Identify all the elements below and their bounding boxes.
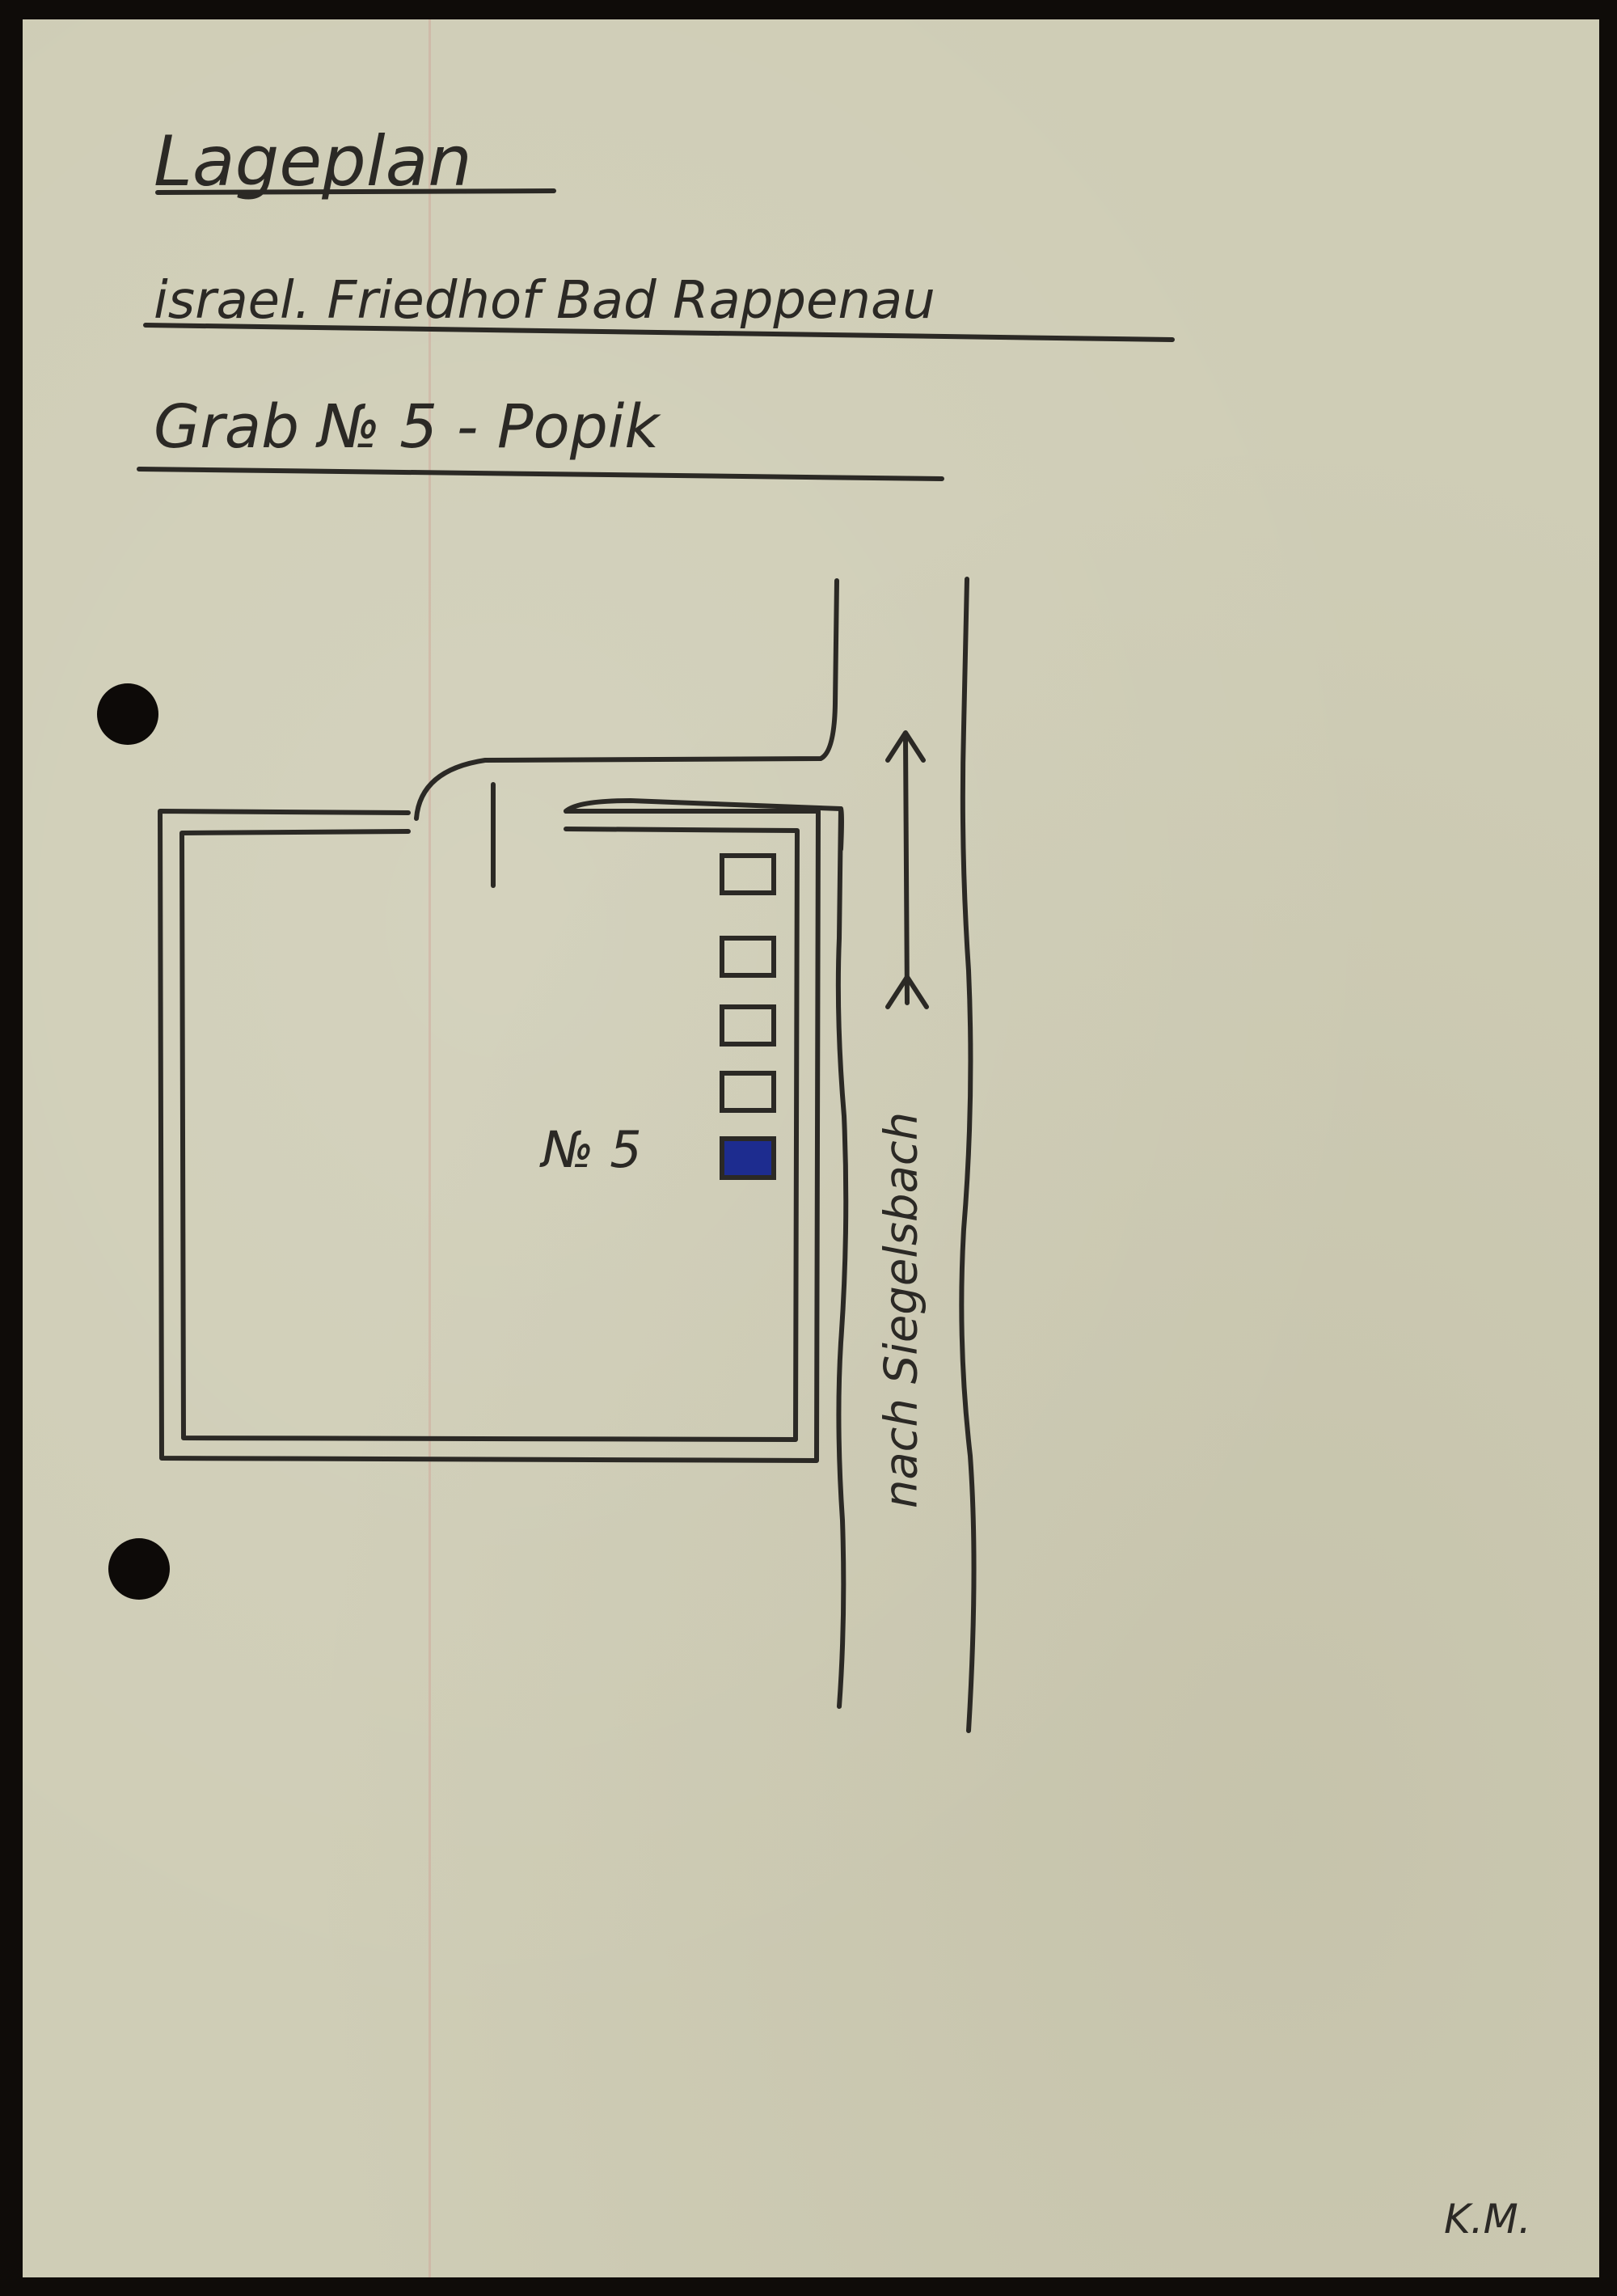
grave-4 bbox=[720, 1071, 776, 1113]
direction-arrow-tail bbox=[885, 975, 929, 1009]
road-edge-east bbox=[959, 577, 977, 1733]
grave-2 bbox=[720, 936, 776, 978]
document-sheet bbox=[23, 19, 1599, 2277]
grave-3 bbox=[720, 1004, 776, 1047]
grave-5-highlighted bbox=[720, 1136, 776, 1180]
grave-5-label: № 5 bbox=[542, 1120, 642, 1179]
author-initials: K.M. bbox=[1444, 2196, 1531, 2243]
access-path-left bbox=[414, 578, 839, 821]
subtitle-underline bbox=[143, 323, 1175, 342]
grave-reference: Grab № 5 - Popik bbox=[154, 392, 660, 462]
punch-hole-bottom bbox=[108, 1538, 170, 1600]
cemetery-inner-wall bbox=[179, 827, 800, 1442]
page-title: Lageplan bbox=[154, 121, 472, 202]
road-direction-label: nach Siegelsbach bbox=[875, 1111, 928, 1509]
road-edge-west bbox=[835, 806, 849, 1709]
direction-arrow-head bbox=[885, 730, 926, 763]
grave-1 bbox=[720, 853, 776, 895]
direction-arrow bbox=[903, 735, 910, 1005]
punch-hole-top bbox=[97, 683, 158, 745]
margin-rule bbox=[429, 19, 431, 2277]
grave-line-underline bbox=[137, 467, 944, 481]
cemetery-name: israel. Friedhof Bad Rappenau bbox=[154, 271, 935, 331]
cemetery-outer-wall bbox=[158, 809, 821, 1463]
title-underline bbox=[155, 188, 556, 195]
access-path-right bbox=[564, 798, 844, 852]
